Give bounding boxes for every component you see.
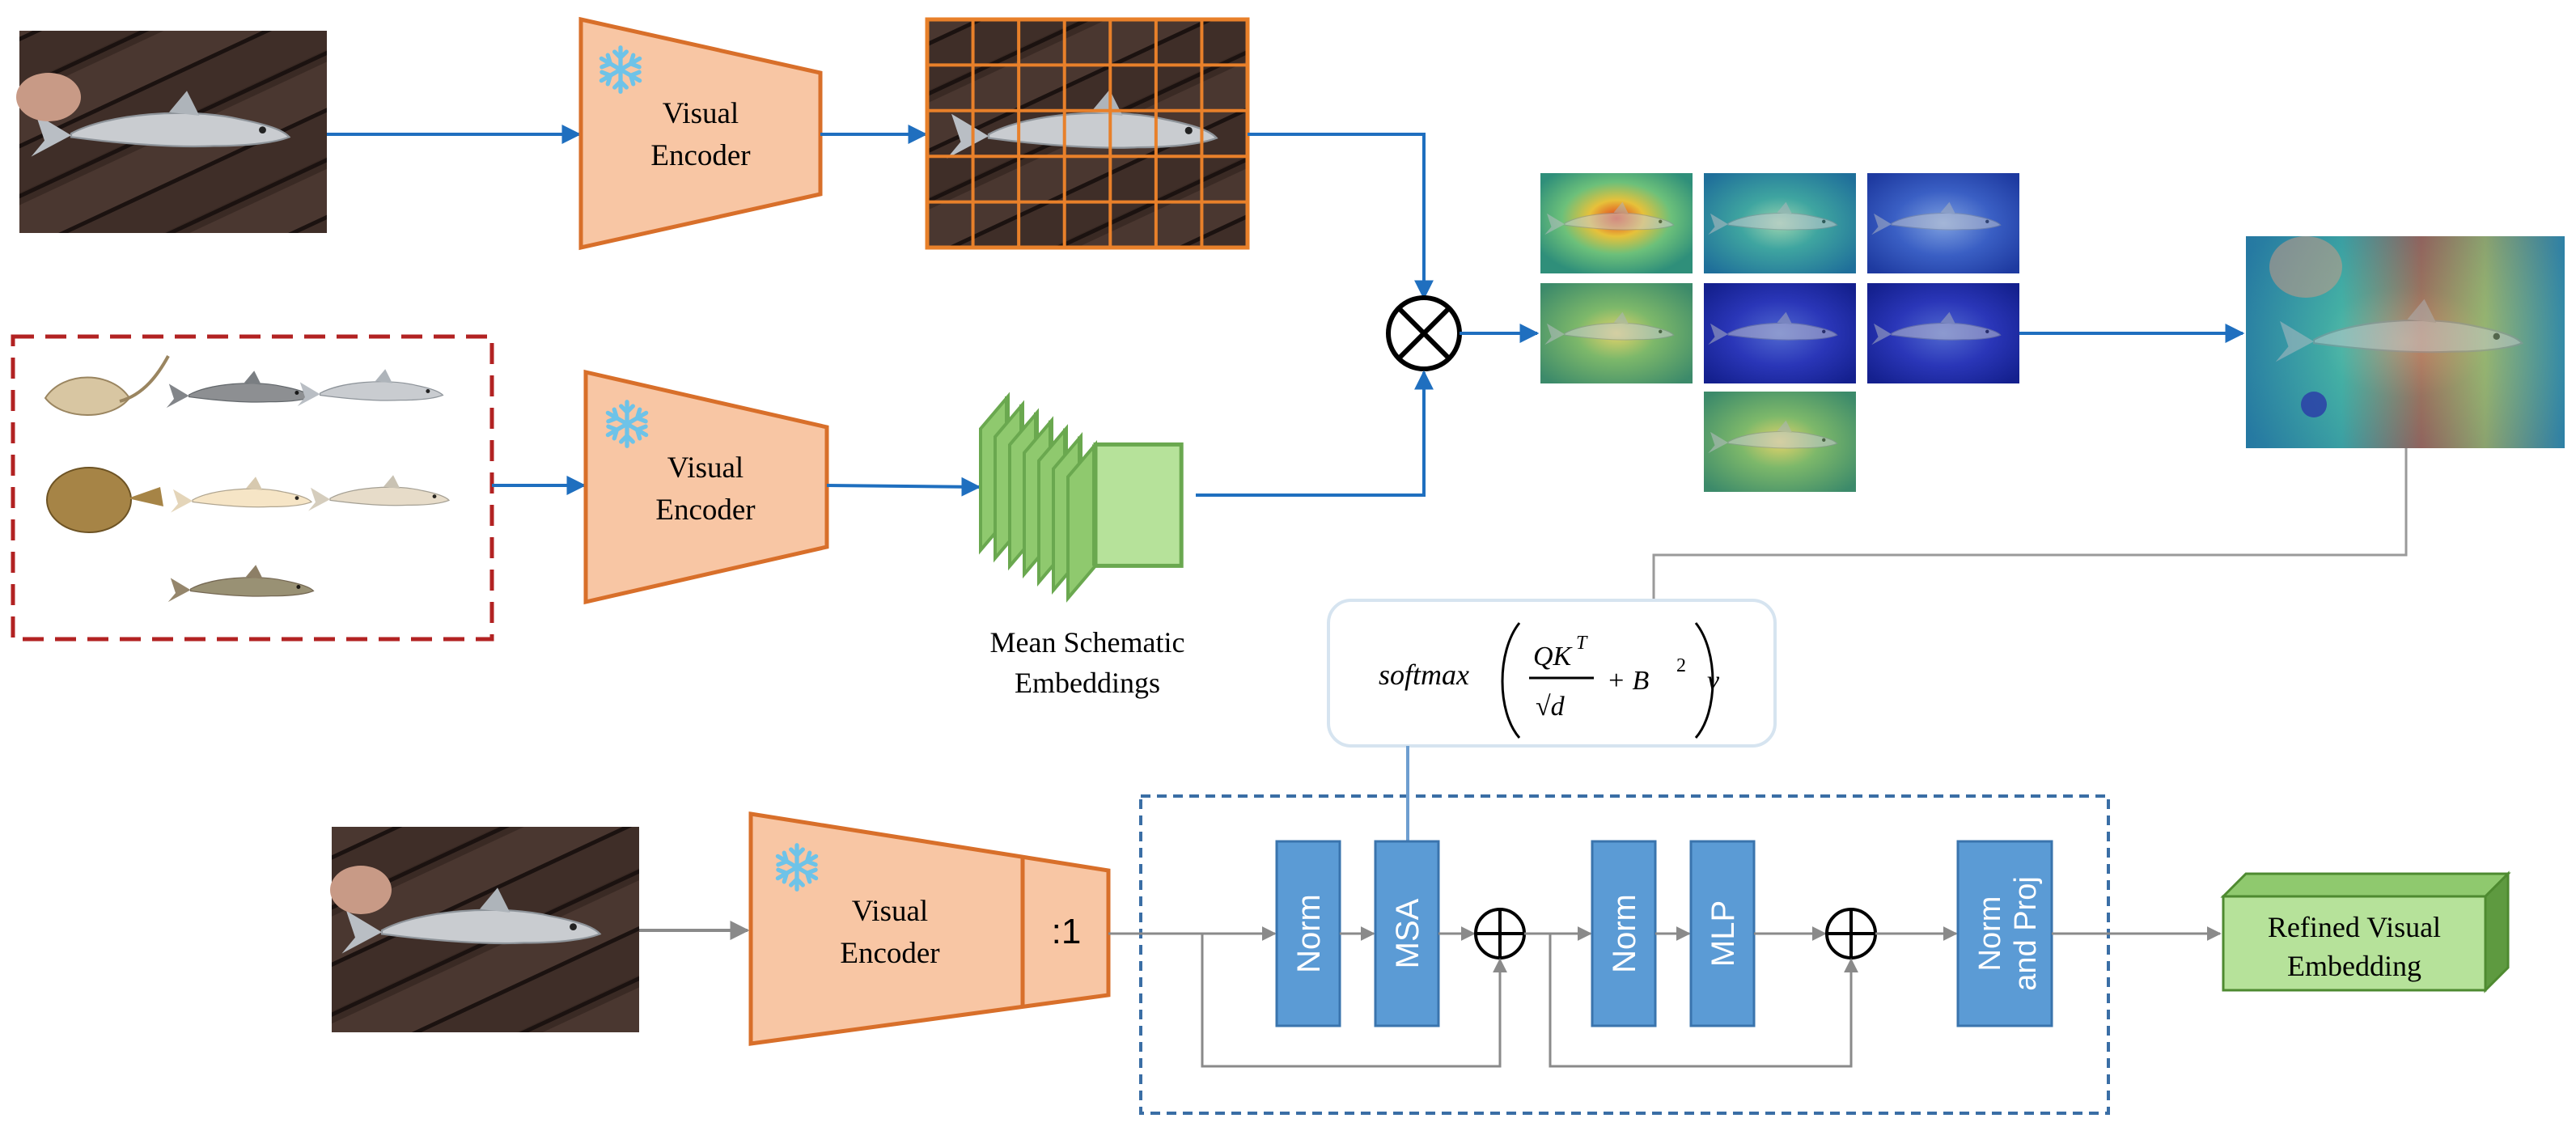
norm-proj-label-2: and Proj	[2009, 876, 2043, 991]
embedding-front-face	[1093, 442, 1184, 568]
mlp-block: MLP	[1689, 840, 1756, 1027]
visual-encoder-middle: Visual Encoder	[583, 369, 829, 605]
residual-connection-1	[1201, 934, 1507, 1068]
arrow-patches-to-multiply	[1248, 133, 1434, 300]
heatmap-1	[1540, 173, 1693, 273]
norm-proj-label-1: Norm	[1973, 896, 2007, 972]
arrow-encoder-to-embeddings	[826, 477, 981, 497]
shark-sketch-5	[167, 564, 315, 603]
embeddings-caption-2: Embeddings	[1015, 667, 1160, 699]
formula-numerator-sup: T	[1576, 633, 1588, 654]
formula-bias: + B	[1607, 666, 1649, 696]
shark-sketch-3	[170, 476, 312, 514]
transformer-block-frame	[1139, 794, 2110, 1115]
heatmap-4	[1540, 283, 1693, 383]
encoder-bottom-label-1: Visual	[852, 895, 928, 928]
heatmap-2	[1704, 173, 1856, 273]
ray-sketch-2	[46, 467, 163, 533]
heatmap-3	[1867, 173, 2019, 273]
attention-formula: softmax QK T √d + B 2 v	[1327, 599, 1777, 748]
msa-block: MSA	[1374, 840, 1440, 1027]
encoder-top-label-1: Visual	[663, 97, 739, 130]
output-label-2: Embedding	[2287, 950, 2421, 982]
output-label-1: Refined Visual	[2268, 911, 2441, 943]
formula-denominator: √d	[1536, 692, 1566, 722]
mean-schematic-embeddings	[979, 392, 1184, 603]
heatmap-5	[1704, 283, 1856, 383]
norm-block-1: Norm	[1275, 840, 1341, 1027]
bias-map	[2246, 236, 2565, 448]
ray-sketch-1	[44, 355, 170, 416]
visual-encoder-bottom: Visual Encoder :1	[748, 811, 1111, 1046]
formula-numerator: QK	[1533, 642, 1574, 671]
patch-grid	[925, 17, 1250, 250]
visual-encoder-top: Visual Encoder	[578, 16, 823, 251]
msa-label: MSA	[1390, 898, 1426, 968]
refined-visual-embedding: Refined Visual Embedding	[2220, 870, 2511, 993]
norm1-label: Norm	[1291, 894, 1327, 973]
norm2-label: Norm	[1607, 894, 1642, 973]
residual-connection-2	[1549, 934, 1858, 1068]
schematic-image-set	[11, 334, 494, 642]
encoder-middle-label-2: Encoder	[655, 493, 755, 527]
heatmap-7	[1704, 392, 1856, 492]
arrow-embeddings-to-multiply	[1196, 370, 1434, 497]
encoder-middle-label-1: Visual	[667, 451, 744, 485]
multiply-operator-icon	[1386, 295, 1462, 371]
formula-value: v	[1707, 666, 1720, 696]
input-photo-top	[16, 31, 327, 233]
input-photo-bottom	[330, 827, 639, 1032]
encoder-bottom-label-2: Encoder	[840, 937, 939, 970]
formula-bias-sup: 2	[1676, 655, 1686, 676]
embeddings-caption-1: Mean Schematic	[990, 626, 1185, 659]
mlp-label: MLP	[1705, 900, 1741, 967]
cls-token-label: :1	[1052, 912, 1082, 951]
add-operator-icon	[1825, 908, 1877, 959]
norm-block-2: Norm	[1591, 840, 1657, 1027]
shark-sketch-1	[166, 370, 313, 409]
add-operator-icon	[1474, 908, 1526, 959]
attention-heatmaps	[1540, 173, 2019, 492]
shark-sketch-2	[297, 368, 444, 407]
encoder-top-label-2: Encoder	[650, 139, 750, 172]
heatmap-6	[1867, 283, 2019, 383]
formula-fn: softmax	[1379, 659, 1469, 691]
shark-sketch-4	[307, 474, 450, 512]
norm-proj-block: Norm and Proj	[1956, 840, 2053, 1027]
